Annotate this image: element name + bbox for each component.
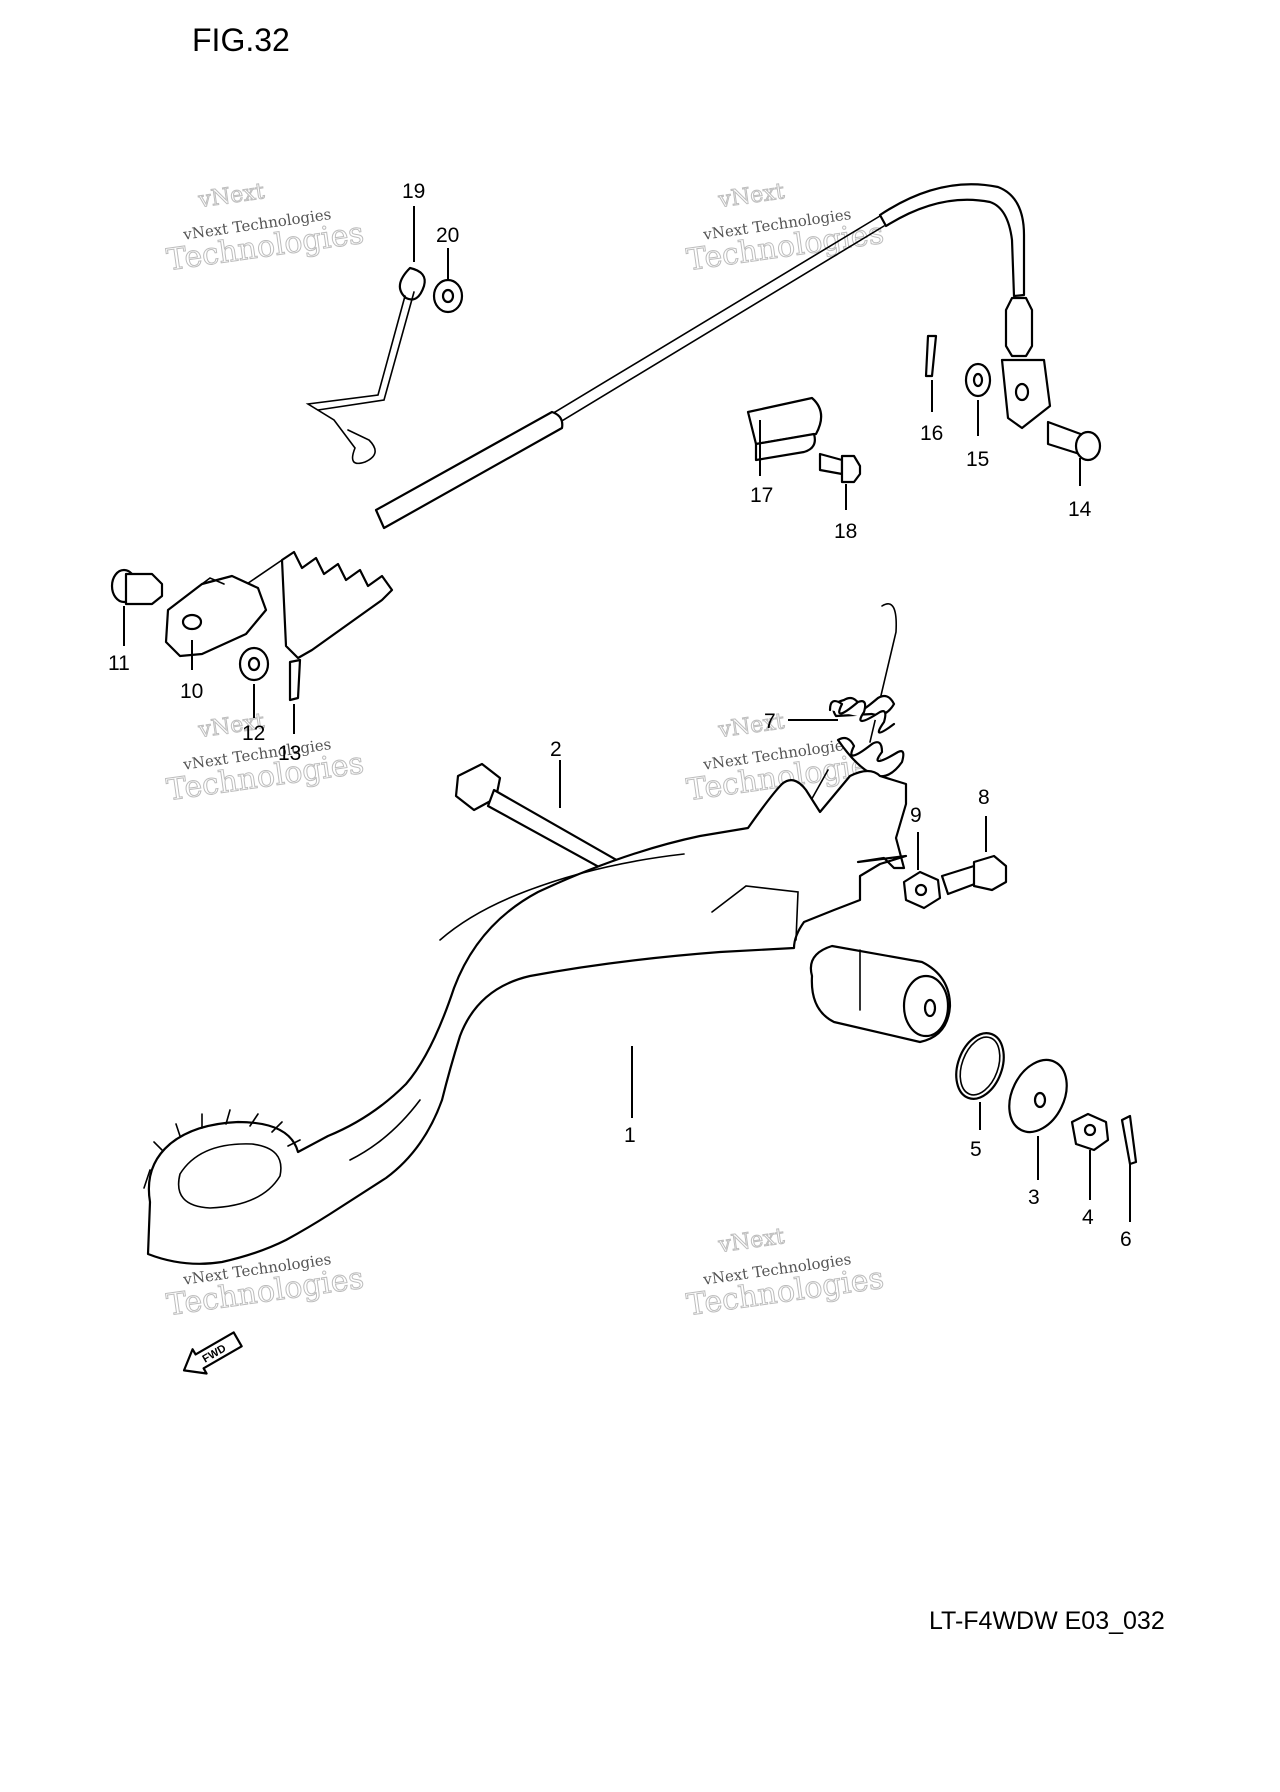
pivot-shaft bbox=[809, 944, 952, 1044]
part-11-pin bbox=[110, 568, 164, 606]
part-12-washer bbox=[238, 646, 270, 682]
callout-7: 7 bbox=[764, 710, 776, 733]
right-clevis bbox=[1000, 358, 1052, 430]
part-20-washer bbox=[432, 278, 464, 314]
callout-1: 1 bbox=[624, 1124, 636, 1147]
callouts: 19 20 11 10 12 13 17 18 16 15 14 2 7 9 8… bbox=[108, 180, 1132, 1251]
part-14-pin bbox=[1046, 420, 1102, 462]
fwd-arrow-icon: FWD bbox=[182, 1331, 243, 1375]
watermark-top-mid: vNext vNext Technologies Technologies bbox=[684, 179, 886, 279]
part-3-washer bbox=[1008, 1058, 1068, 1134]
part-4-nut bbox=[1070, 1112, 1110, 1152]
part-13-cotter-pin bbox=[288, 658, 302, 702]
callout-15: 15 bbox=[966, 448, 989, 471]
watermark-text: vNext bbox=[716, 179, 786, 213]
callout-14: 14 bbox=[1068, 498, 1092, 521]
leader-lines bbox=[123, 206, 1131, 1222]
part-6-cotter-pin bbox=[1120, 1114, 1138, 1166]
callout-19: 19 bbox=[402, 180, 425, 203]
watermark-mid-left: vNext vNext Technologies Technologies bbox=[164, 709, 366, 809]
callout-8: 8 bbox=[978, 786, 990, 809]
part-17-clamp bbox=[746, 396, 823, 462]
callout-9: 9 bbox=[910, 804, 922, 827]
part-1-pedal bbox=[143, 769, 908, 1265]
part-15-washer bbox=[964, 362, 992, 398]
callout-17: 17 bbox=[750, 484, 773, 507]
watermark-text: vNext bbox=[716, 1224, 786, 1258]
callout-6: 6 bbox=[1120, 1228, 1132, 1251]
figure-title: FIG.32 bbox=[192, 22, 290, 58]
callout-5: 5 bbox=[970, 1138, 982, 1161]
part-10-clevis bbox=[164, 574, 268, 658]
watermark-bottom-mid: vNext vNext Technologies Technologies bbox=[684, 1224, 886, 1324]
part-9-nut bbox=[902, 870, 942, 910]
callout-12: 12 bbox=[242, 722, 265, 745]
part-5-o-ring bbox=[955, 1032, 1005, 1100]
part-18-bolt bbox=[818, 452, 862, 484]
part-19-rod bbox=[305, 266, 426, 465]
callout-20: 20 bbox=[436, 224, 459, 247]
callout-4: 4 bbox=[1082, 1206, 1094, 1229]
callout-13: 13 bbox=[278, 742, 301, 765]
callout-2: 2 bbox=[550, 738, 562, 761]
part-16-cotter-pin bbox=[924, 334, 938, 378]
callout-3: 3 bbox=[1028, 1186, 1040, 1209]
brake-cable bbox=[237, 183, 1034, 660]
callout-10: 10 bbox=[180, 680, 203, 703]
callout-11: 11 bbox=[108, 652, 130, 675]
watermark-top-left: vNext vNext Technologies Technologies bbox=[164, 179, 366, 279]
watermark-text: vNext bbox=[196, 179, 266, 213]
model-code: LT-F4WDW E03_032 bbox=[929, 1607, 1165, 1635]
part-7-spring bbox=[797, 603, 905, 832]
part-8-bolt bbox=[940, 854, 1008, 896]
callout-16: 16 bbox=[920, 422, 943, 445]
callout-18: 18 bbox=[834, 520, 857, 543]
